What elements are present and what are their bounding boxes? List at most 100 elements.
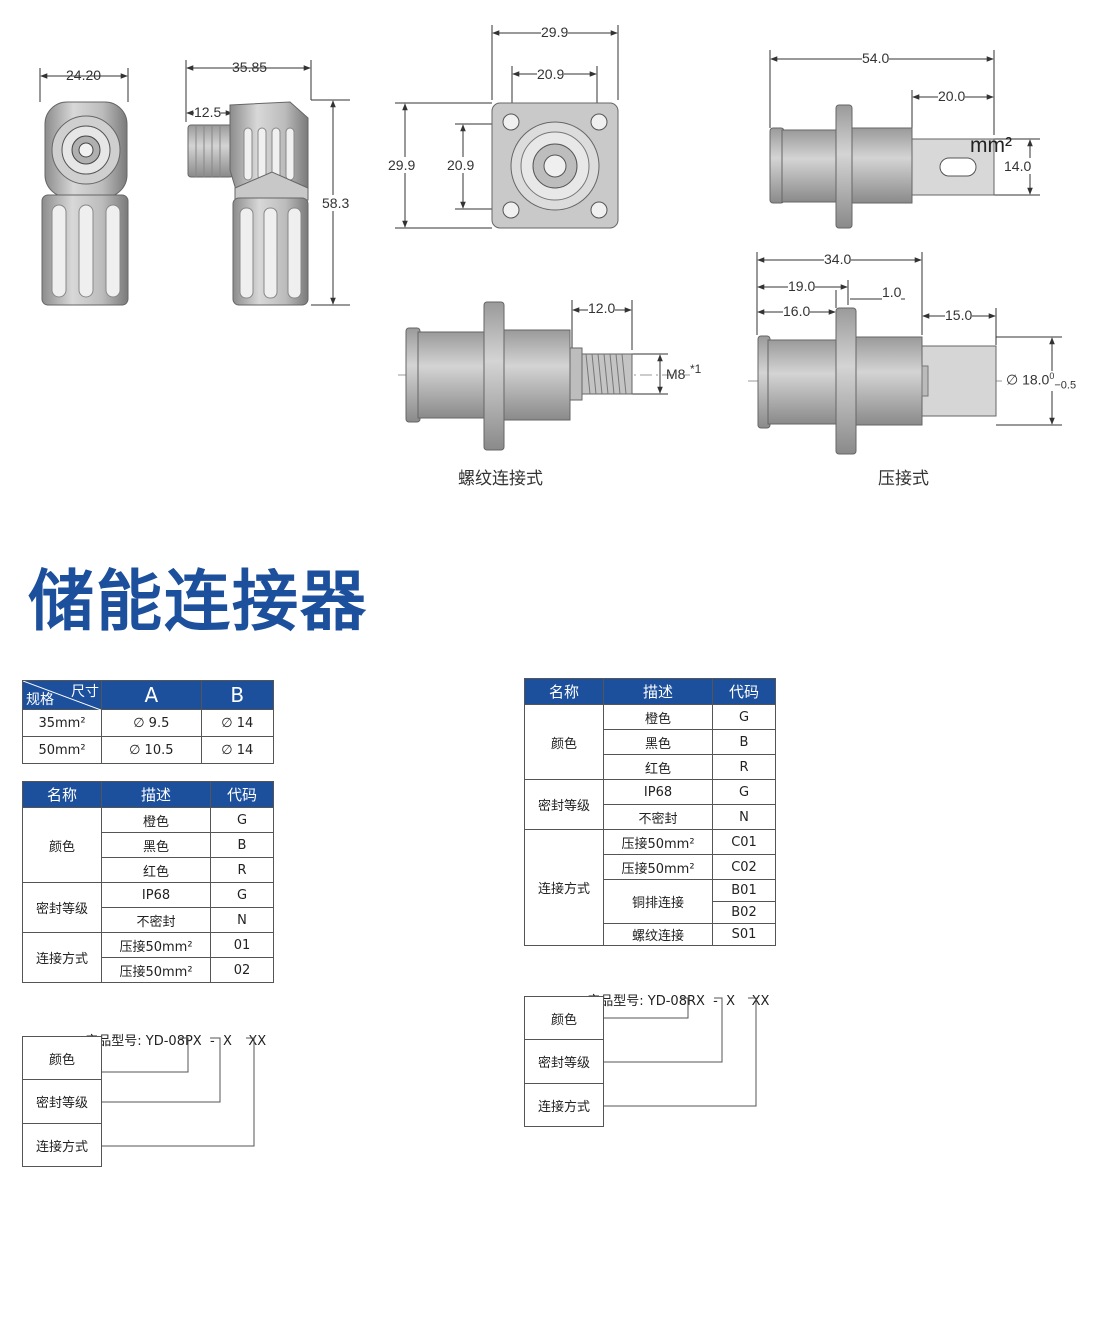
size-b: ∅ 14 — [200, 709, 275, 737]
desc-cell: 橙色 — [101, 807, 211, 833]
code-cell: C02 — [712, 854, 776, 880]
table-row: 不密封 N — [525, 804, 776, 830]
desc-cell: 压接50mm² — [603, 854, 713, 880]
dim-crimp-total: 34.0 — [824, 251, 852, 267]
code-cell: N — [210, 907, 274, 933]
left-model-box-seal: 密封等级 — [22, 1079, 102, 1124]
model-sep: - — [209, 1034, 215, 1049]
angled-side-view — [185, 60, 350, 306]
dim-front-width: 24.20 — [66, 67, 102, 83]
box-label: 颜色 — [550, 1012, 577, 1028]
header-name: 名称 — [524, 678, 604, 705]
code-cell: G — [712, 779, 776, 805]
box-label: 颜色 — [48, 1052, 75, 1068]
dim-copper-tab-height: 14.0 — [1004, 158, 1032, 174]
header-code: 代码 — [210, 781, 274, 808]
table-row: 密封等级 IP68 G — [524, 779, 776, 830]
dim-flange-inner-w: 20.9 — [537, 66, 565, 82]
technical-drawings — [39, 25, 1062, 455]
box-label: 密封等级 — [537, 1056, 590, 1071]
table-row: 35mm² ∅ 9.5 ∅ 14 — [22, 709, 275, 737]
group-name: 密封等级 — [524, 779, 604, 830]
angled-front-view — [39, 68, 129, 306]
left-model-box-color: 颜色 — [22, 1036, 102, 1080]
caption-crimp: 压接式 — [878, 469, 929, 489]
model-x: X — [726, 994, 736, 1009]
code-cell: N — [712, 804, 776, 830]
right-model-box-seal: 密封等级 — [524, 1039, 604, 1084]
table-row: 颜色 橙色 G — [524, 704, 776, 780]
box-label: 连接方式 — [537, 1099, 590, 1115]
desc-cell: 螺纹连接 — [603, 923, 713, 946]
dim-thread-length: 12.0 — [588, 300, 616, 316]
table-row: 连接方式 压接50mm² C01 — [524, 829, 776, 946]
dim-flange-outer-w: 29.9 — [541, 24, 569, 40]
code-cell: B — [712, 729, 776, 755]
group-name: 颜色 — [524, 704, 604, 780]
flange-front-view — [395, 25, 619, 229]
size-table-corner: 尺寸 规格 — [22, 680, 102, 710]
corner-top-label: 尺寸 — [71, 684, 99, 700]
right-model-box-connection: 连接方式 — [524, 1083, 604, 1127]
dim-side-width: 35.85 — [232, 59, 268, 75]
code-cell: 01 — [210, 932, 274, 958]
header-desc: 描述 — [603, 678, 713, 705]
screw-connector-view — [398, 300, 690, 451]
size-table: 尺寸 规格 A B 35mm² ∅ 9.5 ∅ 14 50mm² ∅ 10.5 … — [22, 680, 275, 764]
size-header-a: A — [101, 680, 202, 710]
table-row: 红色 R — [525, 754, 776, 780]
dim-crimp-19: 19.0 — [788, 278, 816, 294]
size-b: ∅ 14 — [200, 736, 275, 764]
dim-copper-length: 54.0 — [862, 50, 890, 66]
desc-cell: 不密封 — [101, 907, 211, 933]
box-label: 连接方式 — [35, 1139, 88, 1155]
caption-screw: 螺纹连接式 — [458, 469, 543, 489]
dim-thread-mark: *1 — [690, 362, 702, 376]
desc-cell: 压接50mm² — [101, 957, 211, 983]
code-cell: G — [210, 807, 274, 833]
size-a: ∅ 9.5 — [101, 709, 202, 737]
table-row: 压接50mm² 02 — [23, 957, 274, 983]
header-desc: 描述 — [101, 781, 211, 808]
desc-cell: IP68 — [603, 779, 713, 805]
table-row: 压接50mm² C02 — [525, 854, 776, 880]
desc-cell: 压接50mm² — [101, 932, 211, 958]
code-cell: R — [210, 857, 274, 883]
size-a: ∅ 10.5 — [101, 736, 202, 764]
desc-cell: 不密封 — [603, 804, 713, 830]
size-header-b: B — [200, 680, 275, 710]
dim-flange-outer-h: 29.9 — [388, 157, 416, 173]
model-sep: - — [713, 994, 718, 1009]
table-row: 铜排连接 B01 — [525, 879, 776, 924]
desc-cell: IP68 — [101, 882, 211, 908]
dim-crimp-dia-value: 18.0 — [1022, 371, 1050, 388]
group-name: 颜色 — [22, 807, 102, 883]
right-code-table: 名称 描述 代码 颜色 橙色 G 黑色 B 红色 R 密封等级 IP68 G 不… — [524, 678, 776, 946]
crimp-connector-view — [748, 252, 1062, 455]
desc-cell: 红色 — [101, 857, 211, 883]
group-name: 连接方式 — [22, 932, 102, 983]
table-row: 密封等级 IP68 G — [22, 882, 274, 933]
table-row: 颜色 橙色 G — [22, 807, 274, 883]
right-model-box-color: 颜色 — [524, 996, 604, 1040]
desc-cell: 橙色 — [603, 704, 713, 730]
dim-thread: M8 — [666, 366, 686, 382]
size-spec: 50mm² — [22, 736, 102, 764]
right-model-leader-lines — [604, 997, 757, 1107]
header-name: 名称 — [22, 781, 102, 808]
table-row: 红色 R — [23, 857, 274, 883]
code-cell: S01 — [712, 923, 776, 946]
code-cell: R — [712, 754, 776, 780]
table-row: 黑色 B — [525, 729, 776, 755]
section-title: 储能连接器 — [28, 563, 368, 640]
dim-crimp-15: 15.0 — [945, 307, 973, 323]
dim-crimp-16: 16.0 — [783, 303, 811, 319]
code-cell: B02 — [712, 901, 776, 924]
dim-flange-inner-h: 20.9 — [447, 157, 475, 173]
table-row: 连接方式 压接50mm² 01 — [22, 932, 274, 983]
desc-cell: 黑色 — [603, 729, 713, 755]
desc-cell: 压接50mm² — [603, 829, 713, 855]
dim-crimp-1: 1.0 — [882, 284, 902, 300]
dim-height: 58.3 — [322, 195, 350, 211]
dim-copper-tab-length: 20.0 — [938, 88, 966, 104]
